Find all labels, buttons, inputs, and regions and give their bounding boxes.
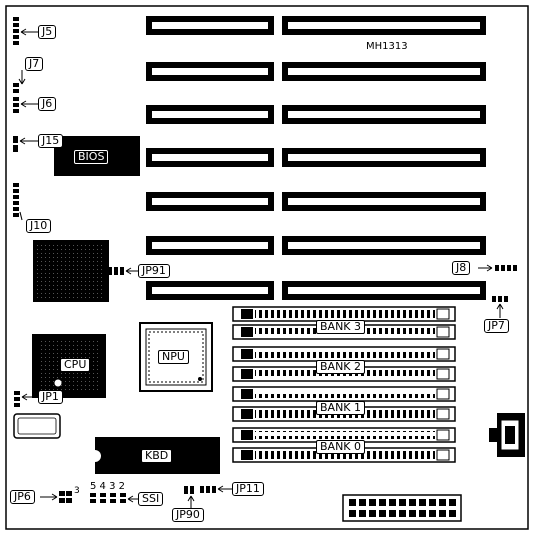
jumper-headers [13,17,517,503]
expansion-slot [282,62,486,81]
ssi-label: SSI [138,492,164,506]
expansion-slot [282,105,486,124]
j6-label: J6 [38,97,57,111]
expansion-slot [282,192,486,211]
simm-strip [232,386,456,402]
bank-1-label: BANK 1 [316,401,366,415]
jp6-pin-number: 3 [74,486,80,496]
board-model-label: MH1313 [366,41,408,52]
bank-3-label: BANK 3 [316,320,366,334]
kbd-label: KBD [141,449,173,463]
keyboard-connector [489,413,525,457]
jp91-label: JP91 [138,264,170,278]
j15-label: J15 [38,134,64,148]
jp6-label: JP6 [10,490,35,504]
j7-label: J7 [25,57,44,71]
simm-strip [232,346,456,362]
j10-label: J10 [26,219,52,233]
expansion-slots-left [146,16,274,300]
expansion-slots-right [282,16,486,300]
expansion-slot [282,236,486,255]
simm-banks [232,306,456,463]
power-connector [342,494,462,522]
expansion-slot [282,281,486,300]
jp90-label: JP90 [172,508,204,522]
leader-lines [18,28,504,508]
ssi-pin-numbers: 5 4 3 2 [90,481,125,492]
bank-2-label: BANK 2 [316,360,366,374]
npu-label: NPU [158,350,189,364]
cpu-label: CPU [60,358,91,372]
expansion-slot [146,16,274,35]
j5-label: J5 [38,25,57,39]
jp7-label: JP7 [484,319,509,333]
qfp-chip [33,240,109,302]
expansion-slot [146,192,274,211]
expansion-slot [282,148,486,167]
expansion-slot [146,105,274,124]
j8-label: J8 [452,261,471,275]
bank-0-label: BANK 0 [316,440,366,454]
simm-strip [232,427,456,443]
expansion-slot [282,16,486,35]
jp1-label: JP1 [38,390,63,404]
bios-label: BIOS [74,150,109,164]
expansion-slot [146,281,274,300]
expansion-slot [146,148,274,167]
expansion-slot [146,236,274,255]
simm-strip [232,306,456,322]
crystal-component [13,413,61,439]
expansion-slot [146,62,274,81]
jp11-label: JP11 [232,482,264,496]
